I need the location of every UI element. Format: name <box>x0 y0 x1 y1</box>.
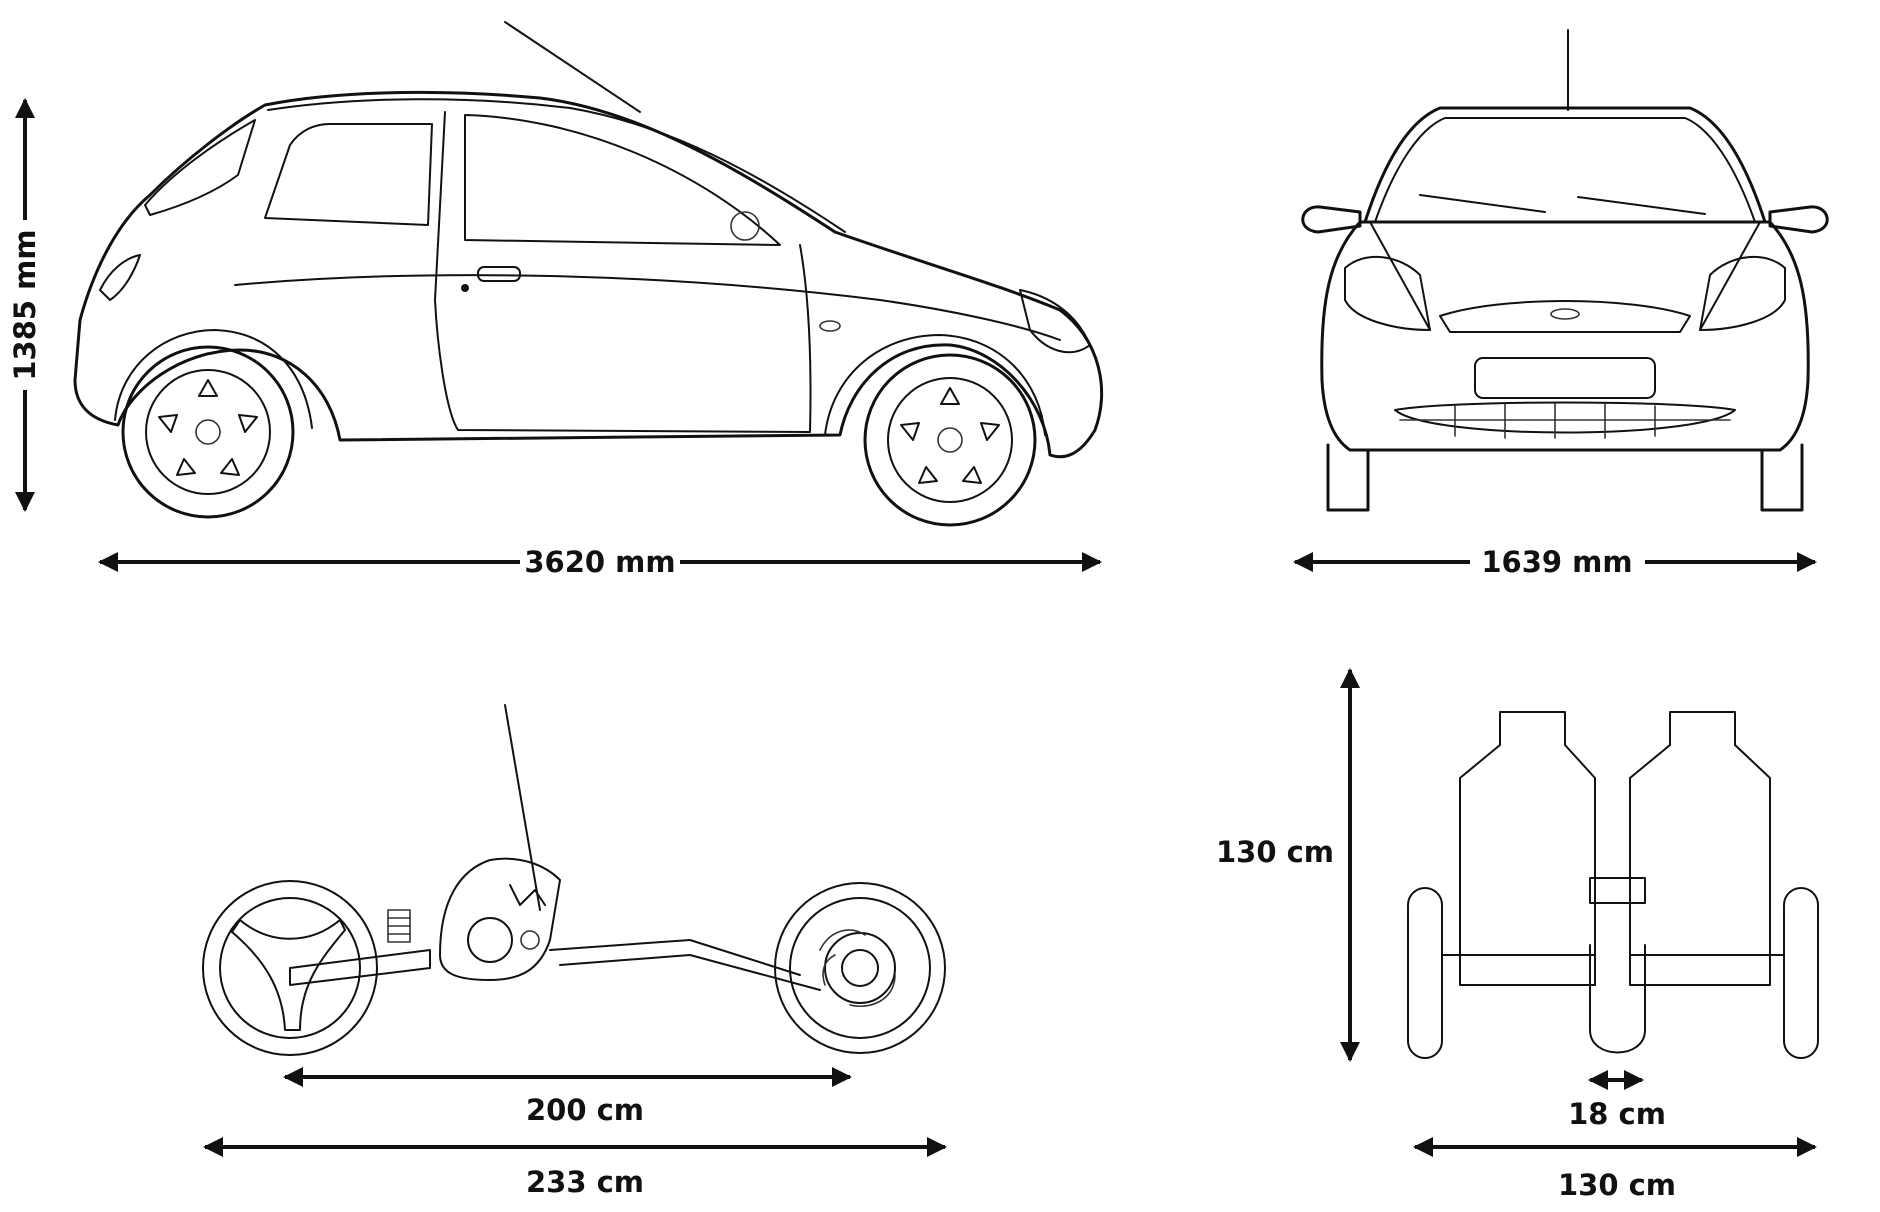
car-height-dimension: 1385 mm <box>8 98 42 512</box>
car-front-wheel <box>863 353 1037 527</box>
car-length-label: 3620 mm <box>524 545 675 579</box>
car-height-label: 1385 mm <box>8 229 42 380</box>
trike-wheelbase-dimension: 200 cm <box>283 1067 852 1127</box>
trike-seat-gap-dimension: 18 cm <box>1568 1070 1666 1131</box>
trike-front-view <box>1407 711 1819 1059</box>
car-length-dimension: 3620 mm <box>98 545 1102 579</box>
car-side-view <box>73 21 1103 527</box>
trike-side-view <box>202 704 946 1056</box>
trike-front-wheel <box>774 882 946 1054</box>
trike-width-dimension: 130 cm <box>1413 1137 1817 1202</box>
trike-length-label: 233 cm <box>526 1165 644 1199</box>
trike-rear-wheel <box>202 880 378 1056</box>
car-front-view <box>1301 29 1829 512</box>
trike-length-dimension: 233 cm <box>203 1137 947 1199</box>
car-width-label: 1639 mm <box>1481 545 1632 579</box>
trike-height-dimension: 130 cm <box>1216 668 1360 1062</box>
car-rear-wheel <box>121 345 295 519</box>
car-width-dimension: 1639 mm <box>1293 545 1817 579</box>
trike-wheelbase-label: 200 cm <box>526 1093 644 1127</box>
trike-height-label: 130 cm <box>1216 835 1334 869</box>
trike-width-label: 130 cm <box>1558 1168 1676 1202</box>
trike-seat-gap-label: 18 cm <box>1568 1097 1666 1131</box>
